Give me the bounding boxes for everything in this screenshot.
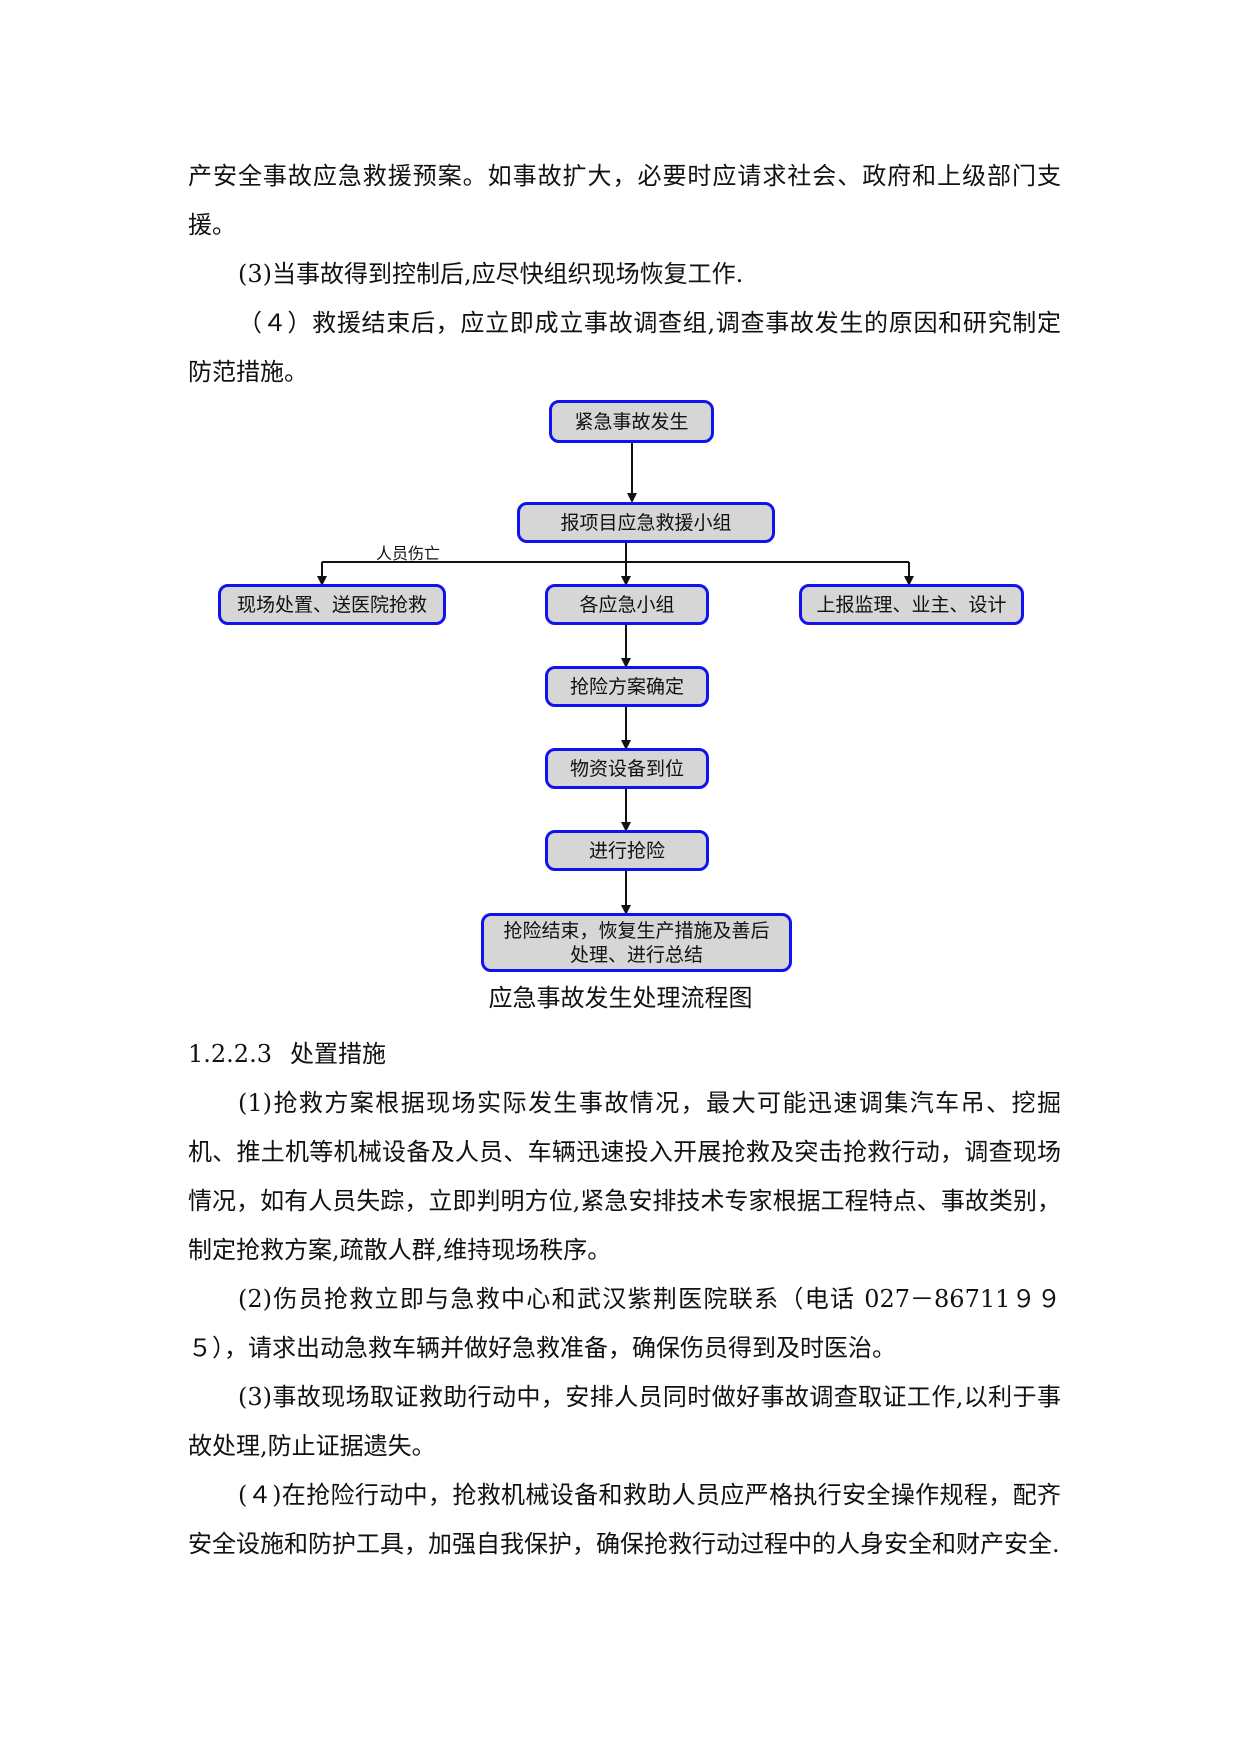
paragraph-continuation: 产安全事故应急救援预案。如事故扩大，必要时应请求社会、政府和上级部门支援。 [188,162,1061,239]
flowchart-caption: 应急事故发生处理流程图 [488,984,753,1012]
flow-node-rescue-end-line2: 处理、进行总结 [569,943,703,966]
section-title: 处置措施 [289,1040,386,1068]
flow-node-start: 紧急事故发生 [549,400,714,443]
section-heading: 1.2.2.3 处置措施 [188,1030,386,1079]
flowchart-connectors [317,443,914,915]
paragraph-step-4: （４）救援结束后，应立即成立事故调查组,调查事故发生的原因和研究制定防范措施。 [188,309,1061,386]
section-number: 1.2.2.3 [188,1040,272,1068]
paragraph-measure-1: (1)抢救方案根据现场实际发生事故情况，最大可能迅速调集汽车吊、挖掘机、推土机等… [188,1089,1061,1264]
edge-label-casualty: 人员伤亡 [376,544,441,563]
paragraph-step-3: (3)当事故得到控制后,应尽快组织现场恢复工作. [238,260,744,288]
paragraph-measure-4: (４)在抢险行动中，抢救机械设备和救助人员应严格执行安全操作规程，配齐安全设施和… [188,1481,1061,1558]
paragraph-measure-2: (2)伤员抢救立即与急救中心和武汉紫荆医院联系（电话 027－86711９９５）… [188,1285,1061,1362]
flow-node-materials-ready: 物资设备到位 [545,748,709,789]
flow-node-perform-rescue: 进行抢险 [545,830,709,871]
flow-node-emergency-groups: 各应急小组 [545,584,709,625]
flow-node-report: 报项目应急救援小组 [517,502,775,543]
flow-node-rescue-end: 抢险结束，恢复生产措施及善后 处理、进行总结 [481,913,792,972]
flow-node-report-supervisor: 上报监理、业主、设计 [799,584,1024,625]
flow-node-rescue-plan: 抢险方案确定 [545,666,709,707]
flow-node-onsite-hospital: 现场处置、送医院抢救 [218,584,446,625]
flow-node-rescue-end-line1: 抢险结束，恢复生产措施及善后 [503,919,770,942]
paragraph-measure-3: (3)事故现场取证救助行动中，安排人员同时做好事故调查取证工作,以利于事故处理,… [188,1383,1061,1460]
